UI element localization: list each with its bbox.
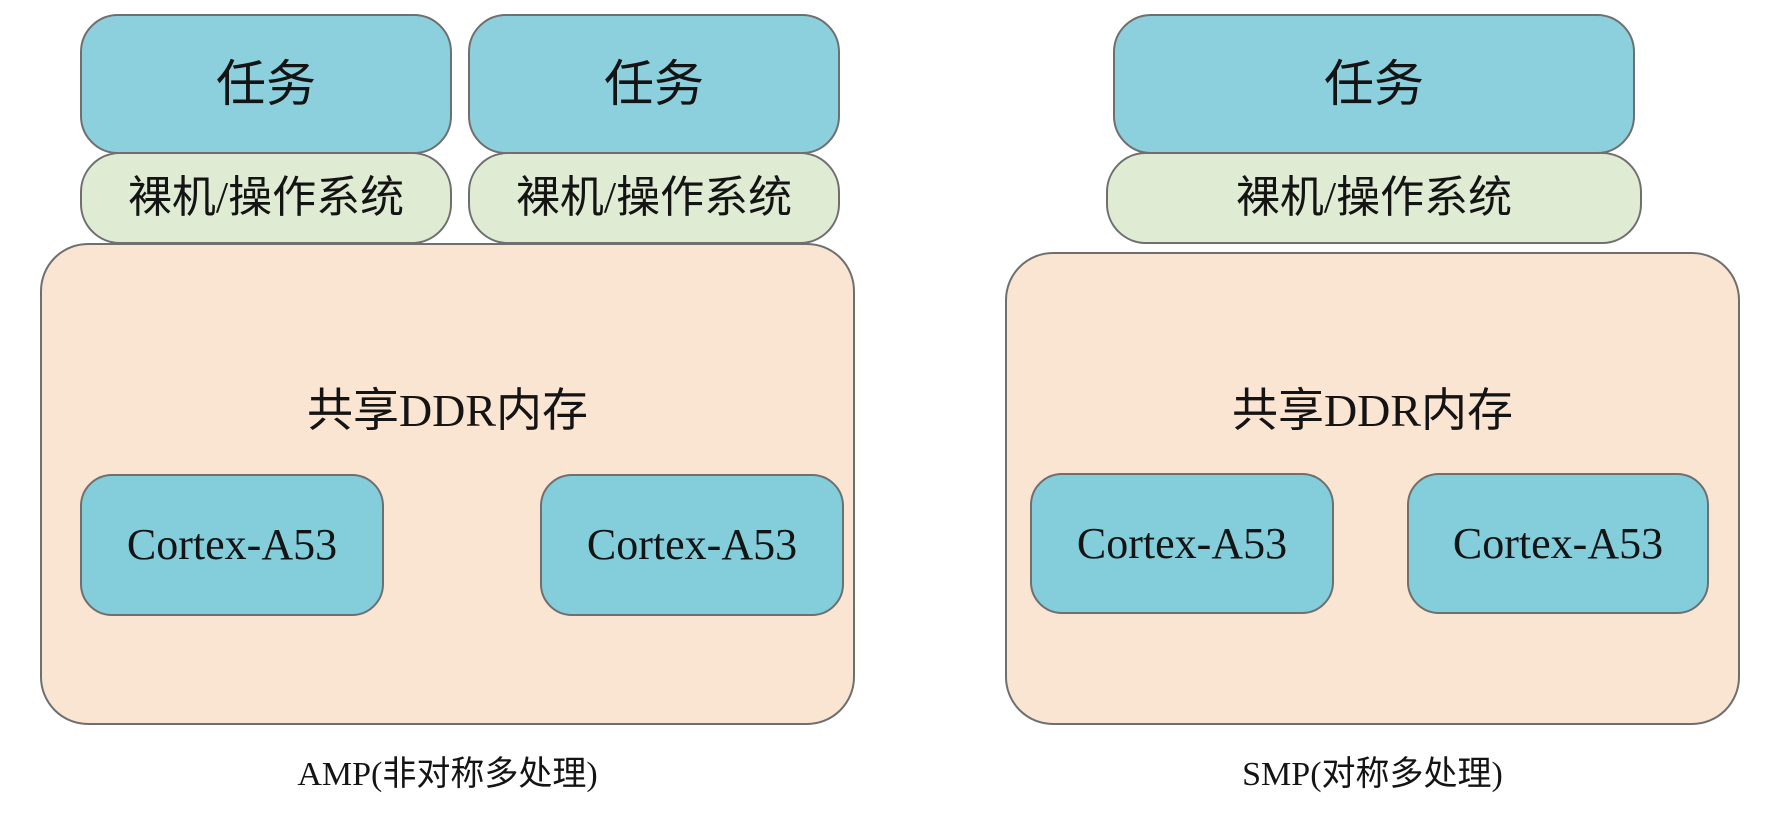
amp-core-box-1: Cortex-A53 xyxy=(80,474,384,616)
amp-os-box-2: 裸机/操作系统 xyxy=(468,152,840,244)
smp-os-box: 裸机/操作系统 xyxy=(1106,152,1642,244)
smp-caption: SMP(对称多处理) xyxy=(1242,756,1503,793)
smp-task-box: 任务 xyxy=(1113,14,1635,154)
amp-task-box-2: 任务 xyxy=(468,14,840,154)
amp-core-box-2: Cortex-A53 xyxy=(540,474,844,616)
smp-core-box-1: Cortex-A53 xyxy=(1030,473,1334,614)
smp-core-box-2: Cortex-A53 xyxy=(1407,473,1709,614)
amp-shared-memory-label: 共享DDR内存 xyxy=(306,385,589,436)
smp-shared-memory-label: 共享DDR内存 xyxy=(1231,385,1514,436)
amp-caption: AMP(非对称多处理) xyxy=(297,756,598,793)
amp-os-box-1: 裸机/操作系统 xyxy=(80,152,452,244)
amp-task-box-1: 任务 xyxy=(80,14,452,154)
